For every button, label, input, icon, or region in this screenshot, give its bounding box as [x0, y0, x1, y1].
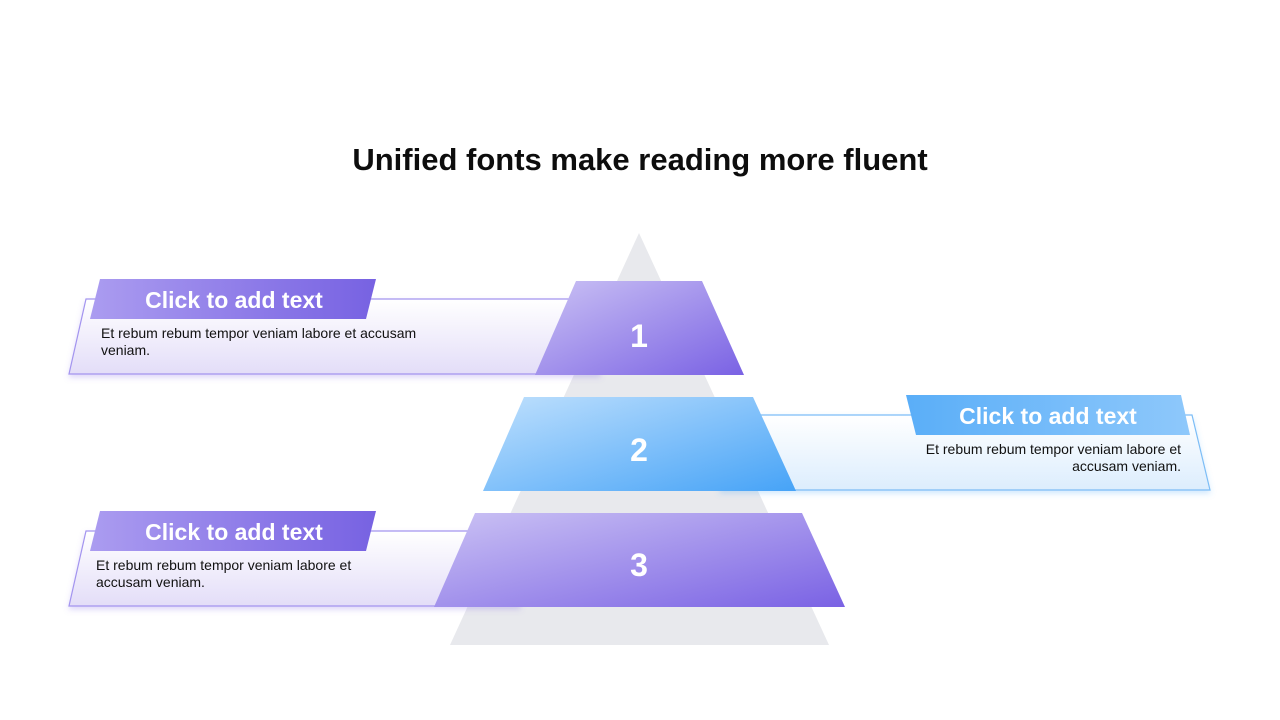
level-3-trapezoid [434, 513, 845, 607]
level-1-trapezoid [535, 281, 744, 375]
level-2-heading[interactable]: Click to add text [959, 403, 1137, 429]
level-1-heading[interactable]: Click to add text [145, 287, 323, 313]
level-2-number: 2 [630, 432, 648, 468]
level-2-trapezoid [483, 397, 796, 491]
level-2-tab [906, 395, 1190, 435]
slide-title: Unified fonts make reading more fluent [352, 142, 928, 177]
level-2-description[interactable]: Et rebum rebum tempor veniam labore et a… [925, 441, 1181, 474]
level-1-tab [90, 279, 376, 319]
level-3-number: 3 [630, 547, 648, 583]
level-3-heading[interactable]: Click to add text [145, 519, 323, 545]
level-3-tab [90, 511, 376, 551]
level-1-description[interactable]: Et rebum rebum tempor veniam labore et a… [101, 325, 417, 358]
level-1-number: 1 [630, 318, 648, 354]
level-3-description[interactable]: Et rebum rebum tempor veniam labore et a… [96, 557, 352, 590]
